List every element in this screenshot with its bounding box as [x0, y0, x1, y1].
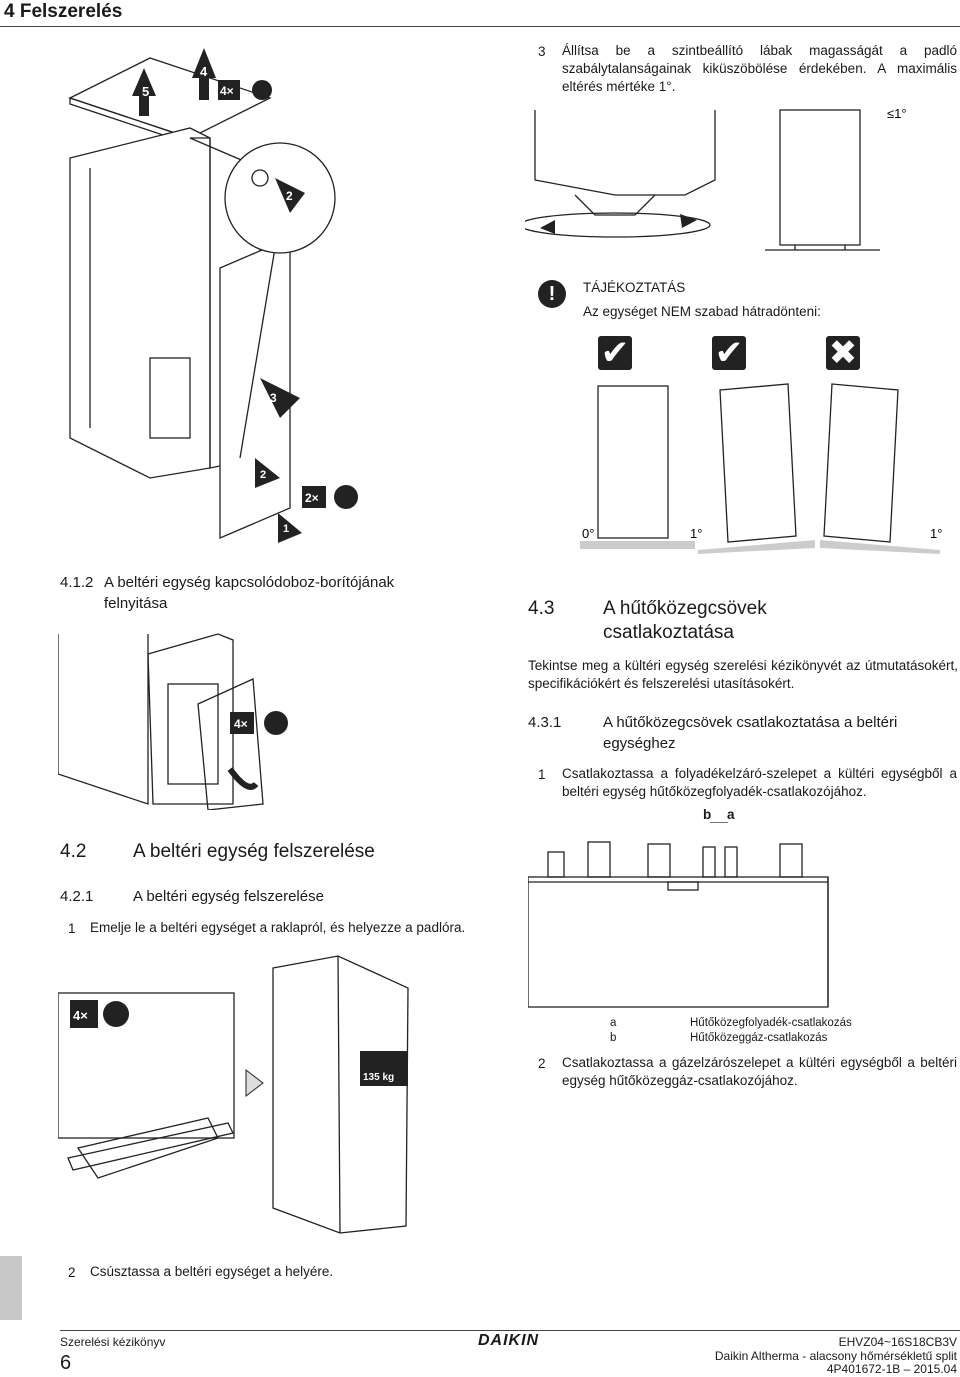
not-ok-cross-icon: ✖: [826, 336, 860, 370]
notice-text: Az egységet NEM szabad hátradönteni:: [583, 304, 821, 319]
section-431-step1-text: Csatlakoztassa a folyadékelzáró-szelepet…: [562, 766, 957, 799]
leveling-figure: ≤1°: [525, 106, 907, 251]
label-4x: 4×: [220, 84, 234, 98]
label-4x-b: 4×: [234, 717, 248, 731]
section-431-title: A hűtőközegcsövek csatlakoztatása a belt…: [603, 714, 898, 752]
weight-label: 135 kg: [363, 1072, 394, 1083]
section-421-step1-number: 1: [68, 921, 76, 936]
page-header: 4 Felszerelés: [4, 1, 123, 22]
figure-label-b: b: [703, 807, 712, 822]
figure-label-a: a: [727, 807, 735, 822]
section-421-step2-text: Csúsztassa a beltéri egységet a helyére.: [90, 1264, 334, 1279]
section-42-number: 4.2: [60, 841, 87, 862]
label-1: 1: [283, 523, 289, 535]
section-421-title: A beltéri egység felszerelése: [133, 888, 324, 905]
legend-row-b: b Hűtőközeggáz-csatlakozás: [528, 1031, 858, 1046]
label-3: 3: [270, 391, 277, 405]
step3-number: 3: [538, 44, 546, 59]
section-421-step1-text: Emelje le a beltéri egységet a raklapról…: [90, 920, 466, 935]
section-43-title: A hűtőközegcsövek csatlakoztatása: [603, 598, 767, 643]
legend-table: a Hűtőközegfolyadék-csatlakozás b Hűtőkö…: [528, 1016, 858, 1046]
header-rule: [0, 26, 960, 27]
footer-page-number: 6: [60, 1352, 72, 1374]
angle-1a: 1°: [690, 526, 702, 541]
section-43-text: Tekintse meg a kültéri egység szerelési …: [528, 658, 958, 691]
label-2: 2: [286, 189, 293, 203]
unit-exploded-figure: 5 4 4× 2 3 2 2× 1: [68, 48, 358, 543]
leveling-angle: ≤1°: [887, 106, 907, 121]
footer-title: Szerelési kézikönyv: [60, 1335, 166, 1349]
section-431-step1-number: 1: [538, 767, 546, 782]
section-431-step2-text: Csatlakoztassa a gázelzárószelepet a kül…: [562, 1055, 957, 1088]
ok-check-icon-1: ✔: [598, 336, 632, 370]
notice-title: TÁJÉKOZTATÁS: [583, 280, 686, 295]
warning-icon: !: [538, 280, 566, 308]
footer-product: Daikin Altherma - alacsony hőmérsékletű …: [714, 1349, 957, 1363]
angle-0: 0°: [582, 526, 594, 541]
legend-key-b: b: [610, 1032, 617, 1044]
section-421-number: 4.2.1: [60, 888, 94, 905]
footer-model: EHVZ04~16S18CB3V: [838, 1335, 957, 1349]
tilt-figure: 0° 1° 1°: [580, 383, 942, 554]
footer-doc-id: 4P401672-1B – 2015.04: [826, 1362, 957, 1376]
section-421-step2-number: 2: [68, 1265, 76, 1280]
switchbox-cover-figure: 4×: [58, 633, 288, 810]
legend-val-b: Hűtőközeggáz-csatlakozás: [690, 1032, 828, 1044]
section-431-number: 4.3.1: [528, 714, 562, 731]
section-412-title: A beltéri egység kapcsolódoboz-borítóján…: [104, 574, 395, 612]
ok-check-icon-2: ✔: [712, 336, 746, 370]
label-4: 4: [200, 64, 208, 79]
legend-row-a: a Hűtőközegfolyadék-csatlakozás: [528, 1016, 858, 1031]
section-43-number: 4.3: [528, 598, 555, 619]
step3-text: Állítsa be a szintbeállító lábak magassá…: [562, 43, 957, 94]
label-2b: 2: [260, 469, 266, 481]
legend-key-a: a: [610, 1017, 617, 1029]
legend-val-a: Hűtőközegfolyadék-csatlakozás: [690, 1017, 852, 1029]
section-42-title: A beltéri egység felszerelése: [133, 841, 375, 862]
daikin-logo: DAIKIN: [478, 1332, 540, 1349]
label-2x: 2×: [305, 491, 319, 505]
section-412-number: 4.1.2: [60, 574, 94, 591]
angle-1b: 1°: [930, 526, 942, 541]
label-5: 5: [142, 84, 149, 99]
pallet-removal-figure: 4× 135 kg: [58, 955, 409, 1234]
section-431-step2-number: 2: [538, 1056, 546, 1071]
footer-rule: [60, 1330, 960, 1331]
pipe-connection-figure: [528, 822, 829, 1008]
label-4x-c: 4×: [73, 1008, 88, 1023]
page-tab-marker: [0, 1256, 22, 1320]
